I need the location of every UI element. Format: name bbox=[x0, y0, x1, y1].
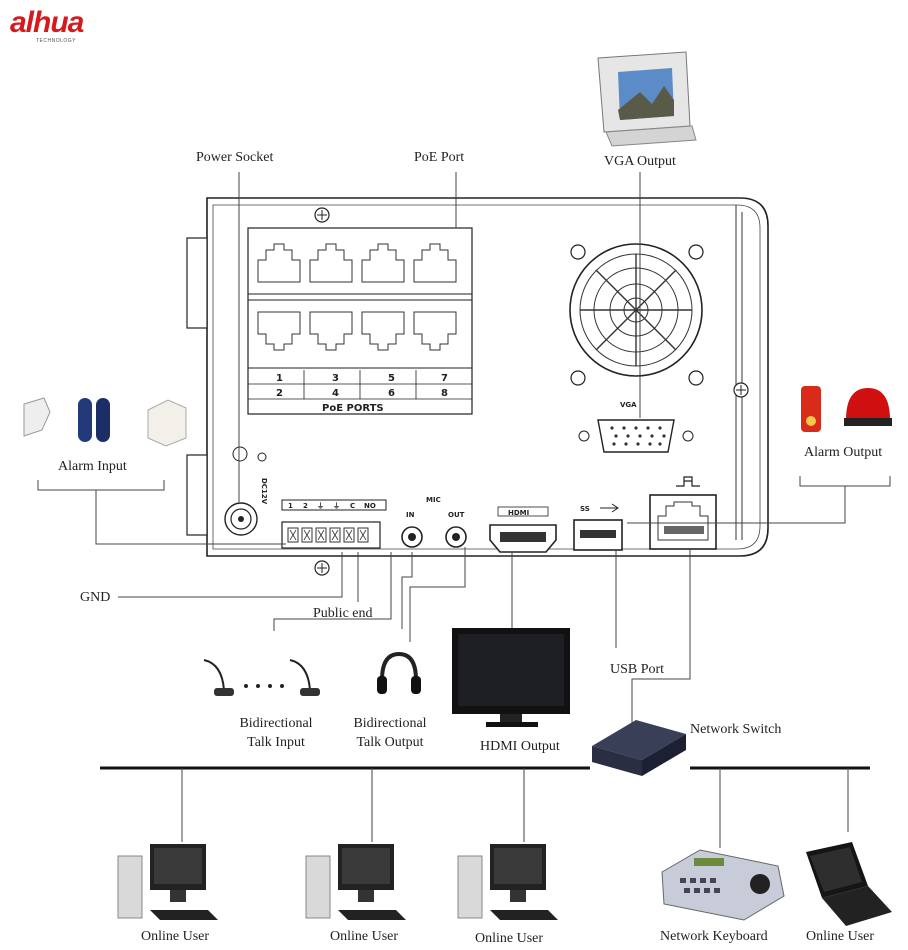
pc-icon bbox=[457, 844, 558, 920]
brand-tagline: TECHNOLOGY bbox=[36, 38, 77, 44]
terminal-label: 2 bbox=[303, 502, 308, 510]
usb-port: SS bbox=[573, 503, 623, 551]
connection-lines bbox=[37, 172, 891, 848]
hdmi-text: HDMI bbox=[508, 509, 529, 517]
poe-number: 8 bbox=[441, 388, 448, 399]
laptop-icon bbox=[806, 842, 892, 926]
public-end-label: Public end bbox=[313, 606, 373, 621]
online-user-label: Online User bbox=[475, 931, 544, 946]
online-user-label: Online User bbox=[806, 929, 875, 944]
poe-number: 2 bbox=[276, 388, 283, 399]
mic-jacks: MIC IN OUT bbox=[401, 496, 467, 548]
poe-port-label: PoE Port bbox=[414, 150, 465, 165]
mic-in-text: IN bbox=[406, 511, 415, 519]
online-user-label: Online User bbox=[141, 929, 210, 944]
poe-number: 7 bbox=[441, 373, 448, 384]
mic-out-text: OUT bbox=[448, 511, 465, 519]
terminal-label: C bbox=[350, 502, 355, 510]
vga-monitor-icon bbox=[597, 51, 697, 147]
alarm-input-label: Alarm Input bbox=[58, 459, 127, 474]
nvr-back-panel: 1 3 5 7 2 4 6 8 PoE PORTS bbox=[186, 197, 769, 576]
vga-output-label: VGA Output bbox=[604, 154, 676, 169]
microphone-icon bbox=[203, 659, 234, 696]
poe-ports-text: PoE PORTS bbox=[322, 403, 384, 414]
poe-number: 1 bbox=[276, 373, 283, 384]
poe-number: 4 bbox=[332, 388, 339, 399]
alarm-terminal-block: 1 2 ⏚ ⏚ C NO bbox=[281, 499, 387, 549]
brand-logo: alhua TECHNOLOGY bbox=[10, 6, 84, 45]
mic-text: MIC bbox=[426, 496, 441, 504]
terminal-label: ⏚ bbox=[333, 502, 340, 510]
pc-icon bbox=[117, 844, 218, 920]
terminal-label: ⏚ bbox=[317, 502, 324, 510]
power-socket: DC12V bbox=[224, 446, 268, 536]
usb-text: SS bbox=[580, 505, 590, 513]
headphones-icon bbox=[377, 651, 421, 694]
alarm-output-label: Alarm Output bbox=[804, 445, 883, 460]
screw-icon bbox=[314, 207, 330, 223]
terminal-label: 1 bbox=[288, 502, 293, 510]
screw-icon bbox=[314, 560, 330, 576]
talk-output-label-line1: Bidirectional bbox=[353, 716, 427, 731]
dc-text: DC12V bbox=[260, 478, 268, 505]
talk-output-label-line2: Talk Output bbox=[356, 735, 424, 750]
hdmi-tv-icon bbox=[452, 628, 570, 727]
pc-icon bbox=[305, 844, 406, 920]
power-socket-label: Power Socket bbox=[196, 150, 274, 165]
gnd-label: GND bbox=[80, 590, 111, 605]
vga-port: VGA bbox=[578, 401, 694, 453]
network-keyboard-icon bbox=[661, 849, 785, 921]
poe-number: 6 bbox=[388, 388, 395, 399]
talk-input-label-line1: Bidirectional bbox=[239, 716, 313, 731]
alarm-output-devices-icon bbox=[801, 386, 892, 432]
network-switch-icon bbox=[592, 720, 686, 776]
terminal-label: NO bbox=[364, 502, 376, 510]
poe-ports-block: 1 3 5 7 2 4 6 8 PoE PORTS bbox=[247, 227, 473, 415]
usb-port-label: USB Port bbox=[610, 662, 665, 677]
hdmi-port: HDMI bbox=[489, 506, 557, 553]
poe-number: 3 bbox=[332, 373, 339, 384]
hdmi-output-label: HDMI Output bbox=[480, 739, 560, 754]
fan-icon bbox=[569, 243, 704, 386]
screw-icon bbox=[733, 382, 749, 398]
lan-port bbox=[649, 476, 717, 550]
poe-number: 5 bbox=[388, 373, 395, 384]
alarm-input-devices-icon bbox=[23, 397, 187, 447]
network-keyboard-label: Network Keyboard bbox=[660, 929, 768, 944]
online-user-label: Online User bbox=[330, 929, 399, 944]
microphone-icon bbox=[289, 659, 320, 696]
brand-name: alhua bbox=[10, 6, 84, 39]
network-switch-label: Network Switch bbox=[690, 722, 782, 737]
dots bbox=[244, 684, 284, 688]
talk-input-label-line2: Talk Input bbox=[247, 735, 305, 750]
vga-text: VGA bbox=[620, 401, 637, 409]
